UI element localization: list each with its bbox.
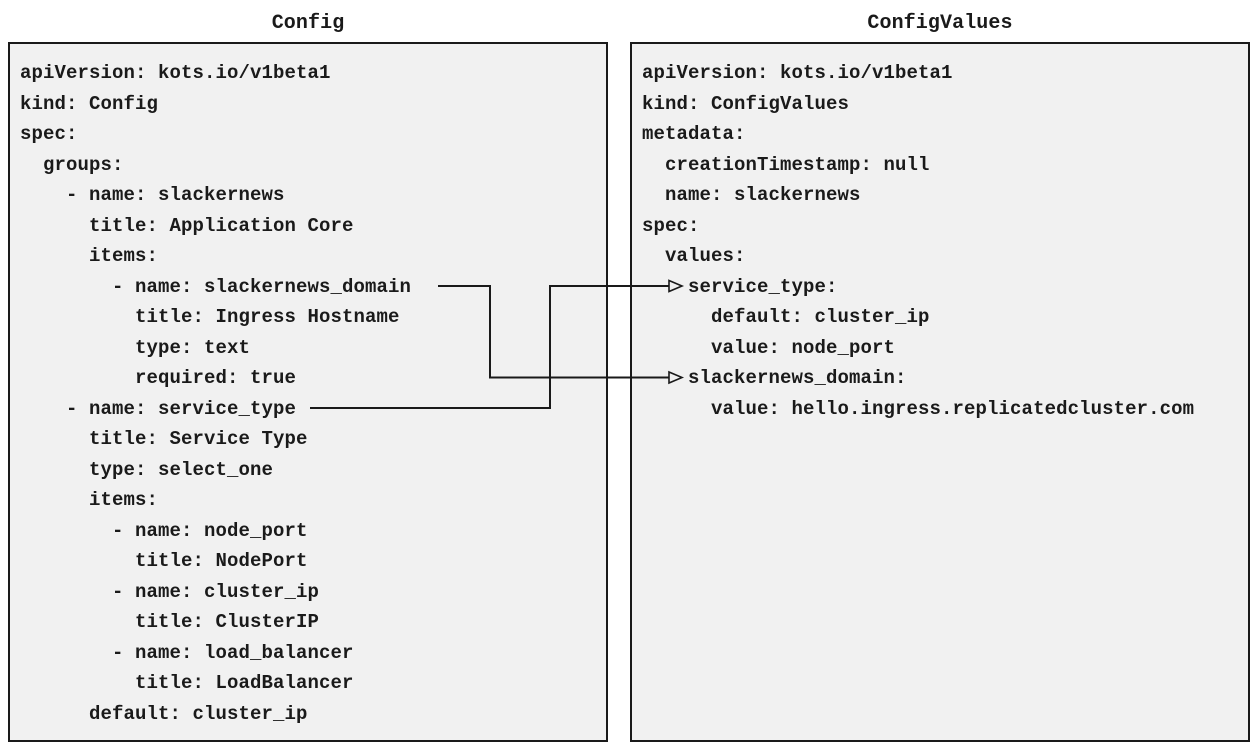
configvalues-yaml-code: apiVersion: kots.io/v1beta1 kind: Config… <box>630 42 1250 742</box>
config-panel: Config apiVersion: kots.io/v1beta1 kind:… <box>8 12 608 742</box>
configvalues-panel-title: ConfigValues <box>867 12 1013 35</box>
config-yaml-code: apiVersion: kots.io/v1beta1 kind: Config… <box>8 42 608 742</box>
config-panel-title: Config <box>271 12 345 35</box>
configvalues-panel: ConfigValues apiVersion: kots.io/v1beta1… <box>630 12 1250 742</box>
